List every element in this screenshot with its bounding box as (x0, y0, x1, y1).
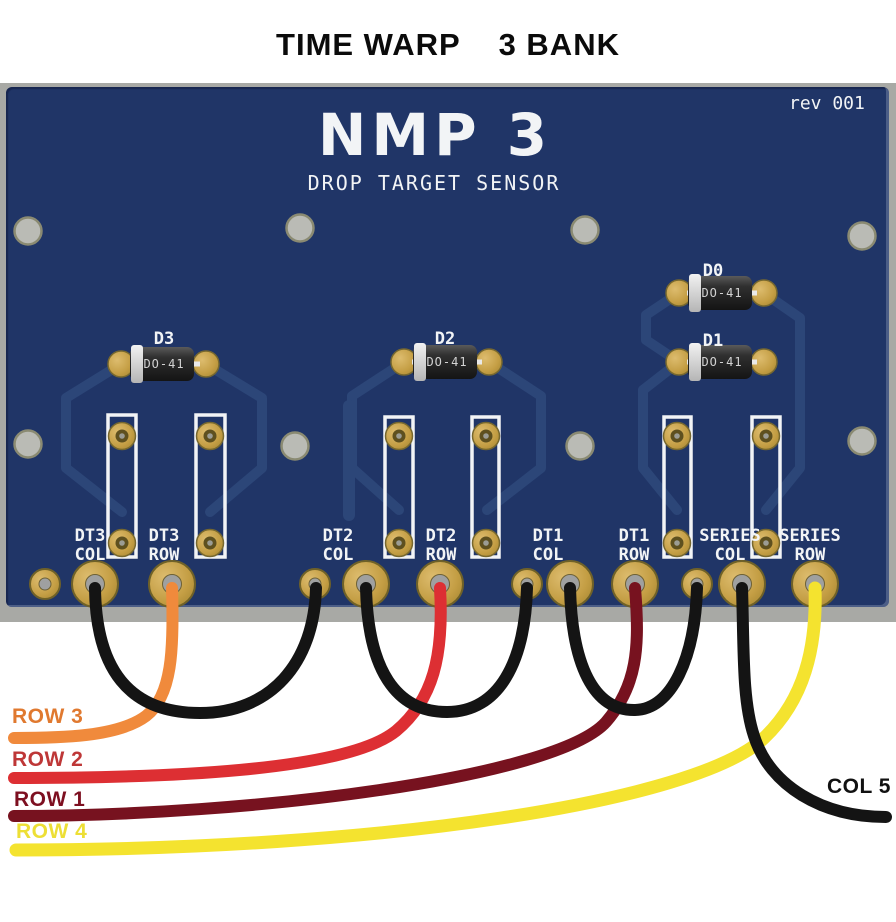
diode-package-d1: DO-41 (701, 355, 743, 369)
pad-label-line1: DT3 (74, 526, 106, 546)
pad-label-series-row: SERIES ROW (779, 527, 840, 565)
diode-package-d2: DO-41 (426, 355, 468, 369)
wire-label-row3: ROW 3 (12, 705, 84, 728)
pad-label-dt2-col: DT2 COL (323, 527, 354, 565)
mounting-hole (847, 426, 877, 456)
board-name: NMP 3 (317, 101, 553, 169)
pad-label-dt2-row: DT2 ROW (426, 527, 457, 565)
pad-label-dt1-row: DT1 ROW (619, 527, 650, 565)
wire-jumper-dt3col-dt2col (89, 582, 322, 720)
pad-label-line1: DT2 (425, 526, 457, 546)
wire-row4-yellow (9, 581, 822, 857)
mounting-hole (847, 221, 877, 251)
page-title: TIME WARP 3 BANK (276, 27, 620, 62)
diode-ref-d3: D3 (153, 329, 175, 349)
mounting-hole (570, 215, 600, 245)
mounting-hole (285, 213, 315, 243)
mounting-hole (13, 429, 43, 459)
mounting-hole (565, 431, 595, 461)
pad-label-line2: ROW (425, 545, 457, 565)
pad-label-dt1-col: DT1 COL (533, 527, 564, 565)
diode-package-d0: DO-41 (701, 286, 743, 300)
pad-label-line1: DT1 (532, 526, 564, 546)
mounting-hole (13, 216, 43, 246)
pad-label-line2: ROW (794, 545, 826, 565)
diode-d1 (665, 343, 778, 381)
outline-pads (107, 421, 781, 558)
pad-label-line2: COL (714, 545, 746, 565)
pad-label-dt3-row: DT3 ROW (149, 527, 180, 565)
board-revision: rev 001 (789, 93, 865, 114)
wire-label-row2: ROW 2 (12, 748, 84, 771)
pad-label-line1: DT1 (618, 526, 650, 546)
copper-traces (61, 288, 805, 521)
pad-label-line1: DT3 (148, 526, 180, 546)
diode-ref-d1: D1 (702, 331, 724, 351)
hookup-wires (8, 581, 892, 857)
pad-label-line2: ROW (618, 545, 650, 565)
wire-row3-orange (8, 582, 179, 744)
diode-ref-d2: D2 (434, 329, 456, 349)
diode-ref-d0: D0 (702, 261, 724, 281)
diode-package-d3: DO-41 (143, 357, 185, 371)
pad-label-series-col: SERIES COL (699, 527, 760, 565)
wire-jumper-dt1col-seriescol (564, 582, 703, 717)
wire-row2-red (8, 582, 447, 784)
wire-label-row4: ROW 4 (16, 820, 88, 843)
diode-d0 (665, 274, 778, 312)
diode-d2 (390, 343, 503, 381)
wire-row1-darkred (8, 582, 643, 822)
wire-jumper-dt2col-dt1col (360, 582, 533, 719)
pad-label-line1: SERIES (779, 526, 841, 546)
pad-label-line2: COL (322, 545, 354, 565)
wire-label-row1: ROW 1 (14, 788, 86, 811)
board-subtitle: DROP TARGET SENSOR (307, 171, 561, 195)
wire-label-col5: COL 5 (827, 775, 891, 798)
pad-label-line1: DT2 (322, 526, 354, 546)
pad-label-line2: ROW (148, 545, 180, 565)
pad-label-dt3-col: DT3 COL (75, 527, 106, 565)
pad-label-line1: SERIES (699, 526, 761, 546)
mounting-hole (280, 431, 310, 461)
diode-d3 (107, 345, 220, 383)
pad-label-line2: COL (74, 545, 106, 565)
bottom-pads (29, 560, 839, 608)
mounting-holes (13, 213, 877, 461)
pad-label-line2: COL (532, 545, 564, 565)
wire-col5-black (736, 582, 892, 823)
